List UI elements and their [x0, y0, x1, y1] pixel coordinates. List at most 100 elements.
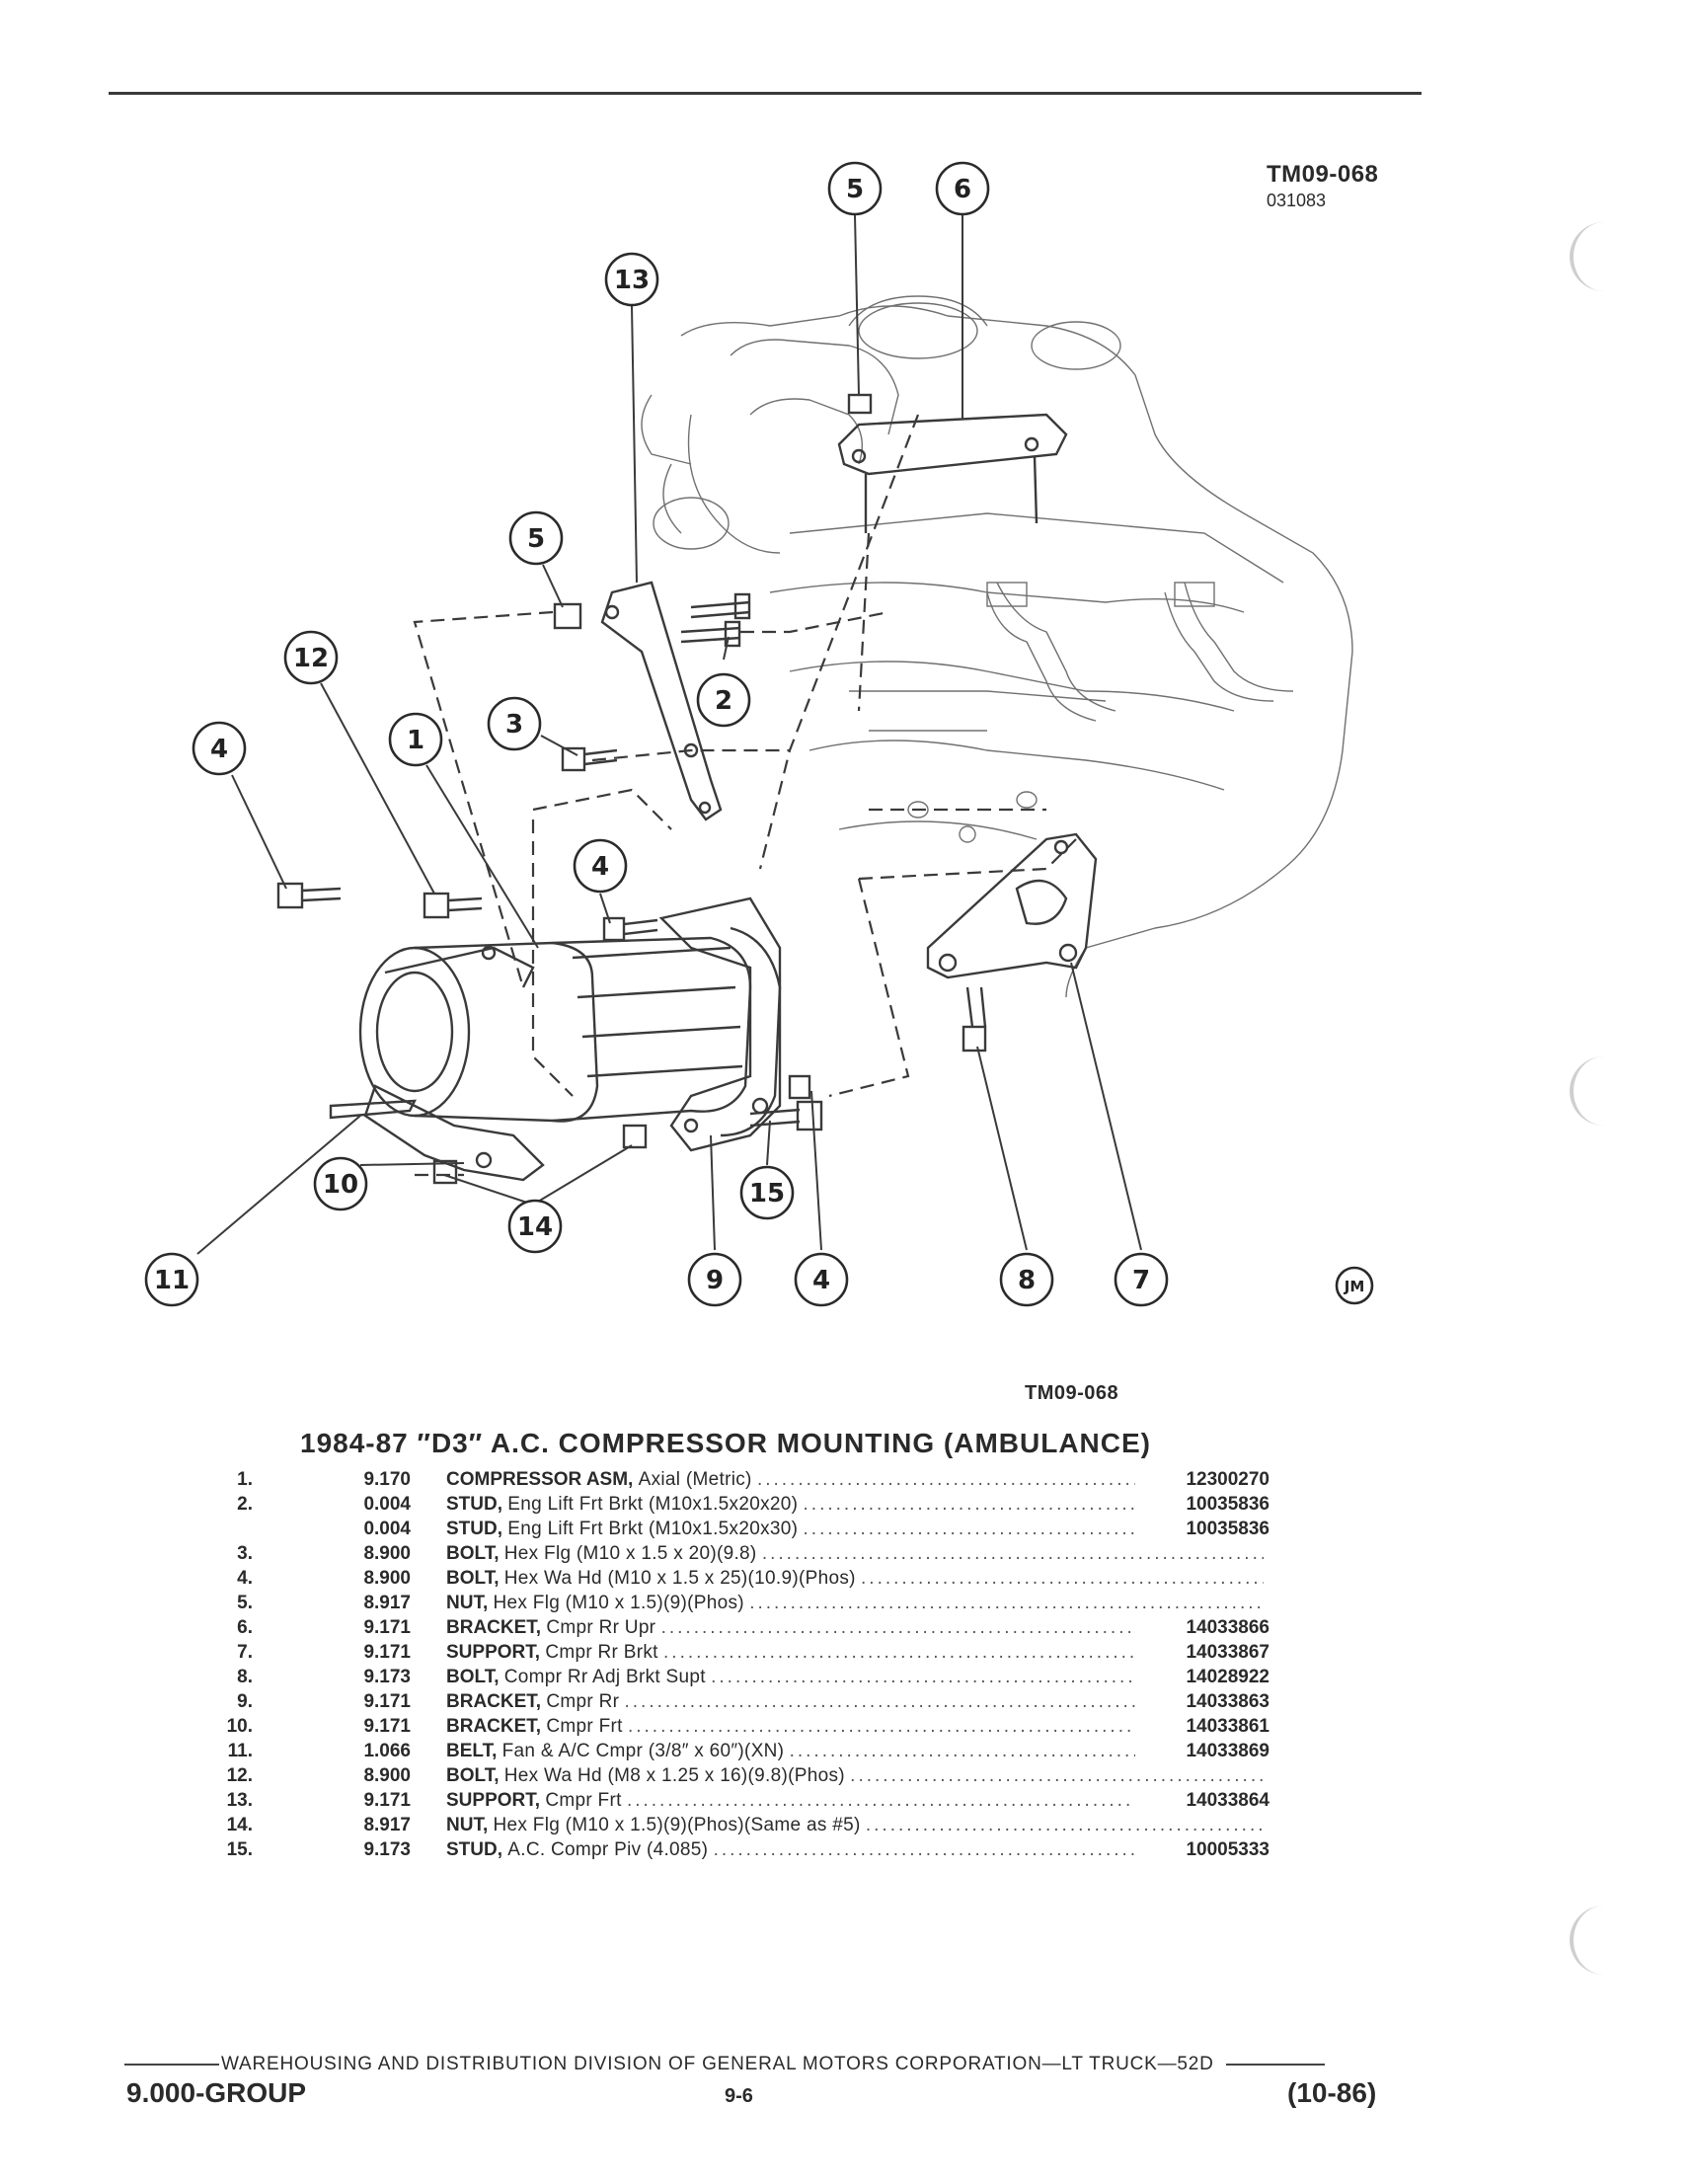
group-number: 1.066 [363, 1741, 411, 1761]
illustrator-mark: JM [1335, 1266, 1374, 1305]
item-number: 6. [237, 1617, 253, 1638]
item-number: 4. [237, 1568, 253, 1589]
bracket-cmpr-rr-upr-drawing [837, 393, 1068, 533]
page-number: 9-6 [725, 2085, 753, 2107]
item-number: 2. [237, 1494, 253, 1515]
studs-drawing [680, 592, 751, 648]
callout-3-label: 3 [505, 710, 523, 740]
part-description: BOLT, Hex Wa Hd (M8 x 1.25 x 16)(9.8)(Ph… [446, 1765, 1264, 1786]
item-number: 5. [237, 1593, 253, 1613]
part-description: SUPPORT, Cmpr Rr Brkt ..................… [446, 1642, 1264, 1663]
callout-4-mid-label: 4 [591, 852, 609, 882]
part-description: NUT, Hex Flg (M10 x 1.5)(9)(Phos)(Same a… [446, 1815, 1264, 1835]
parts-row: 8. 9.173 BOLT, Compr Rr Adj Brkt Supt ..… [148, 1667, 1270, 1691]
footer-group: 9.000-GROUP [126, 2077, 307, 2108]
group-number: 8.917 [363, 1593, 411, 1613]
part-name: STUD, [446, 1494, 502, 1515]
part-name: BOLT, [446, 1667, 500, 1687]
callout-12: 12 [283, 630, 339, 685]
part-number: 14033866 [1135, 1617, 1270, 1639]
part-detail: Hex Wa Hd (M10 x 1.5 x 25)(10.9)(Phos) [503, 1568, 856, 1589]
parts-row: 2. 0.004 STUD, Eng Lift Frt Brkt (M10x1.… [148, 1494, 1270, 1519]
section-title: 1984-87 ″D3″ A.C. COMPRESSOR MOUNTING (A… [300, 1428, 1151, 1458]
part-detail: Compr Rr Adj Brkt Supt [503, 1667, 706, 1687]
group-number: 9.171 [363, 1790, 411, 1811]
callout-5-mid: 5 [508, 510, 564, 566]
part-name: BOLT, [446, 1543, 500, 1564]
punch-hole-top [1570, 222, 1613, 291]
part-number: 14033864 [1135, 1790, 1270, 1812]
parts-row: 3. 8.900 BOLT, Hex Flg (M10 x 1.5 x 20)(… [148, 1543, 1264, 1568]
part-number: 14028922 [1135, 1667, 1270, 1688]
callout-10-label: 10 [323, 1170, 358, 1200]
part-name: BOLT, [446, 1568, 500, 1589]
exploded-view-paths [413, 414, 1077, 1177]
part-description: BOLT, Compr Rr Adj Brkt Supt ...........… [446, 1667, 1264, 1687]
footer-publisher-line: WAREHOUSING AND DISTRIBUTION DIVISION OF… [124, 2054, 1325, 2075]
item-number: 14. [226, 1815, 253, 1835]
parts-row: 15. 9.173 STUD, A.C. Compr Piv (4.085) .… [148, 1839, 1270, 1864]
callout-7-label: 7 [1132, 1266, 1150, 1295]
parts-row: 0.004 STUD, Eng Lift Frt Brkt (M10x1.5x2… [148, 1519, 1270, 1543]
item-number: 12. [226, 1765, 253, 1786]
group-number: 8.917 [363, 1815, 411, 1835]
part-detail: Cmpr Rr [546, 1691, 620, 1712]
group-number: 9.170 [363, 1469, 411, 1490]
parts-row: 12. 8.900 BOLT, Hex Wa Hd (M8 x 1.25 x 1… [148, 1765, 1264, 1790]
item-number: 10. [226, 1716, 253, 1737]
punch-hole-bottom [1570, 1906, 1613, 1975]
parts-row: 11. 1.066 BELT, Fan & A/C Cmpr (3/8″ x 6… [148, 1741, 1270, 1765]
item-number: 7. [237, 1642, 253, 1663]
part-detail: Cmpr Rr Brkt [545, 1642, 658, 1663]
part-number: 14033861 [1135, 1716, 1270, 1738]
part-number: 10035836 [1135, 1519, 1270, 1540]
parts-row: 10. 9.171 BRACKET, Cmpr Frt ............… [148, 1716, 1270, 1741]
figure-label: TM09-068 [1025, 1382, 1119, 1404]
part-detail: Fan & A/C Cmpr (3/8″ x 60″)(XN) [501, 1741, 785, 1761]
footer-publisher: WAREHOUSING AND DISTRIBUTION DIVISION OF… [221, 2054, 1214, 2074]
part-detail: Cmpr Rr Upr [546, 1617, 656, 1638]
bolt-3-drawing [561, 746, 618, 772]
parts-row: 6. 9.171 BRACKET, Cmpr Rr Upr ..........… [148, 1617, 1270, 1642]
part-detail: A.C. Compr Piv (4.085) [507, 1839, 709, 1860]
group-number: 9.173 [363, 1667, 411, 1687]
parts-row: 7. 9.171 SUPPORT, Cmpr Rr Brkt .........… [148, 1642, 1270, 1667]
part-name: STUD, [446, 1839, 502, 1860]
part-number: 14033867 [1135, 1642, 1270, 1664]
part-name: NUT, [446, 1815, 489, 1835]
callout-5-mid-label: 5 [527, 524, 545, 554]
callout-1: 1 [388, 712, 443, 767]
group-number: 0.004 [363, 1494, 411, 1515]
part-description: SUPPORT, Cmpr Frt ......................… [446, 1790, 1264, 1811]
parts-row: 13. 9.171 SUPPORT, Cmpr Frt ............… [148, 1790, 1270, 1815]
part-name: BOLT, [446, 1765, 500, 1786]
callout-13: 13 [604, 252, 659, 307]
part-detail: Hex Wa Hd (M8 x 1.25 x 16)(9.8)(Phos) [503, 1765, 845, 1786]
group-number: 9.173 [363, 1839, 411, 1860]
part-number: 10005333 [1135, 1839, 1270, 1861]
part-description: STUD, A.C. Compr Piv (4.085) ...........… [446, 1839, 1264, 1860]
nut-drawing [553, 602, 582, 630]
callout-13-label: 13 [614, 266, 650, 295]
callout-11-label: 11 [154, 1266, 190, 1295]
part-name: BRACKET, [446, 1617, 542, 1638]
part-number: 14033863 [1135, 1691, 1270, 1713]
part-detail: Eng Lift Frt Brkt (M10x1.5x20x30) [507, 1519, 799, 1539]
part-name: BRACKET, [446, 1691, 542, 1712]
part-description: NUT, Hex Flg (M10 x 1.5)(9)(Phos) ......… [446, 1593, 1264, 1613]
item-number: 1. [237, 1469, 253, 1490]
group-number: 9.171 [363, 1642, 411, 1663]
part-description: BOLT, Hex Wa Hd (M10 x 1.5 x 25)(10.9)(P… [446, 1568, 1264, 1589]
part-detail: Axial (Metric) [638, 1469, 752, 1490]
part-description: BRACKET, Cmpr Rr Upr ...................… [446, 1617, 1264, 1638]
part-name: BRACKET, [446, 1716, 542, 1737]
top-rule [109, 92, 1422, 95]
group-number: 8.900 [363, 1543, 411, 1564]
callout-8-label: 8 [1018, 1266, 1036, 1295]
group-number: 9.171 [363, 1691, 411, 1712]
parts-row: 4. 8.900 BOLT, Hex Wa Hd (M10 x 1.5 x 25… [148, 1568, 1264, 1593]
callout-2: 2 [696, 672, 751, 728]
group-number: 8.900 [363, 1765, 411, 1786]
callout-1-label: 1 [407, 726, 424, 755]
nuts-stud-drawing [432, 1074, 823, 1185]
